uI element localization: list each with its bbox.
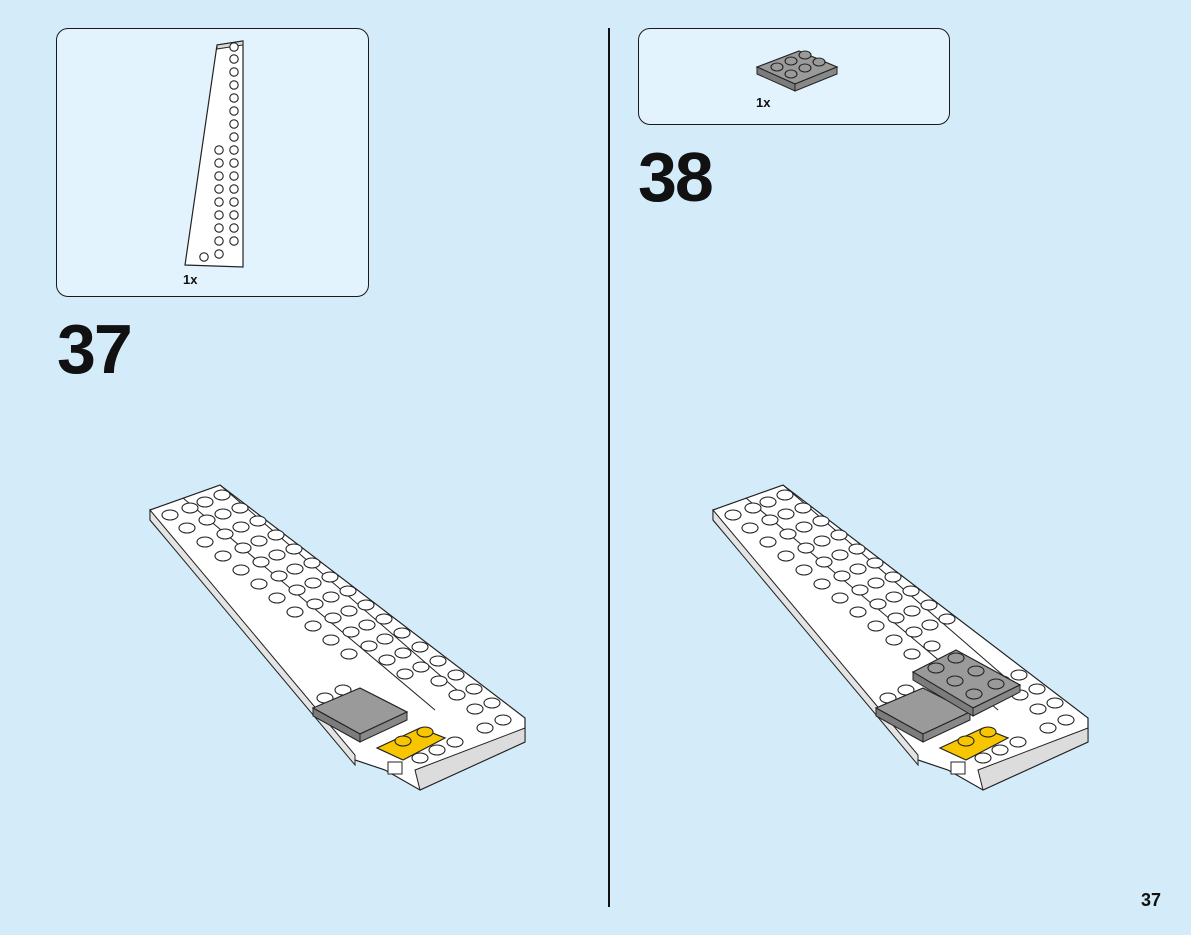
parts-quantity: 1x (183, 272, 198, 287)
page-number: 37 (1140, 890, 1161, 910)
grey-plate-2x3-icon (755, 50, 839, 92)
parts-quantity: 1x (756, 95, 771, 110)
white-wedge-plate-icon (184, 40, 244, 268)
parts-callout-step-37: 1x (56, 28, 369, 297)
parts-callout-step-38: 1x (638, 28, 950, 125)
step-number: 38 (638, 138, 714, 216)
step-number: 37 (57, 310, 133, 388)
step-divider (608, 28, 610, 907)
model-assembly-step-38 (712, 484, 1089, 791)
model-assembly-step-37 (149, 484, 526, 791)
